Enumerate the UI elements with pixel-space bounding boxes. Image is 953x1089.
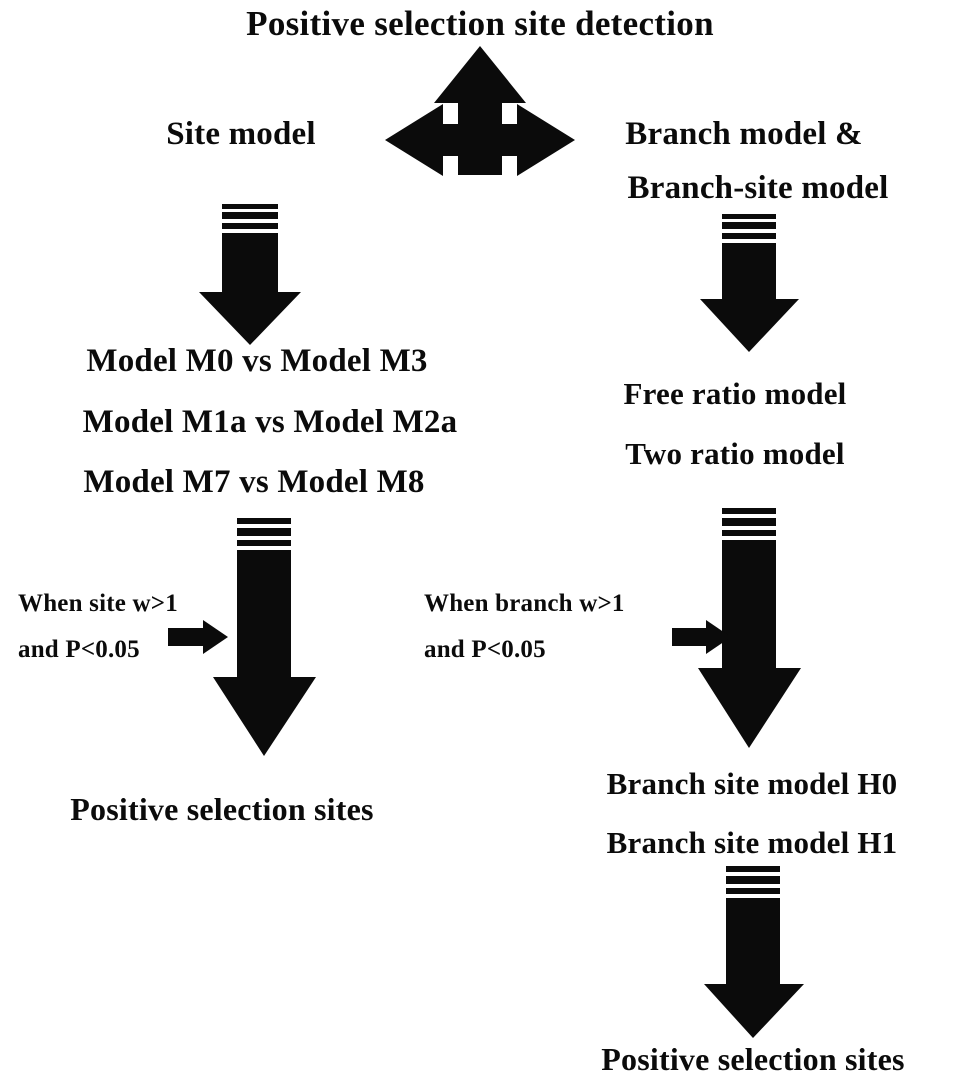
right-long-down-arrow-icon <box>698 508 801 748</box>
right-condition-line-1: When branch w>1 <box>424 590 625 617</box>
right-branch-heading-line-2: Branch-site model <box>627 170 889 206</box>
left-condition-line-1: When site w>1 <box>18 590 178 617</box>
left-model-comparison-2: Model M1a vs Model M2a <box>82 404 458 440</box>
left-condition-line-2: and P<0.05 <box>18 636 140 663</box>
right-bottom-down-arrow-icon <box>704 866 804 1038</box>
right-condition-right-arrow-icon <box>672 620 731 654</box>
diagram-title: Positive selection site detection <box>246 4 714 43</box>
left-top-down-arrow-icon <box>199 204 301 345</box>
right-result-label: Positive selection sites <box>601 1041 905 1077</box>
right-hypothesis-h1: Branch site model H1 <box>606 825 898 860</box>
left-result-label: Positive selection sites <box>70 791 374 827</box>
left-model-comparison-3: Model M7 vs Model M8 <box>83 464 425 500</box>
left-long-down-arrow-icon <box>213 518 316 756</box>
three-way-split-arrow-icon <box>385 46 575 176</box>
left-branch-heading: Site model <box>166 116 316 152</box>
right-top-down-arrow-icon <box>700 214 799 352</box>
right-hypothesis-h0: Branch site model H0 <box>606 766 898 801</box>
right-condition-line-2: and P<0.05 <box>424 636 546 663</box>
right-branch-heading-line-1: Branch model & <box>625 116 863 152</box>
right-model-2: Two ratio model <box>625 436 845 471</box>
left-model-comparison-1: Model M0 vs Model M3 <box>86 343 428 379</box>
left-condition-right-arrow-icon <box>168 620 228 654</box>
right-model-1: Free ratio model <box>623 376 847 411</box>
